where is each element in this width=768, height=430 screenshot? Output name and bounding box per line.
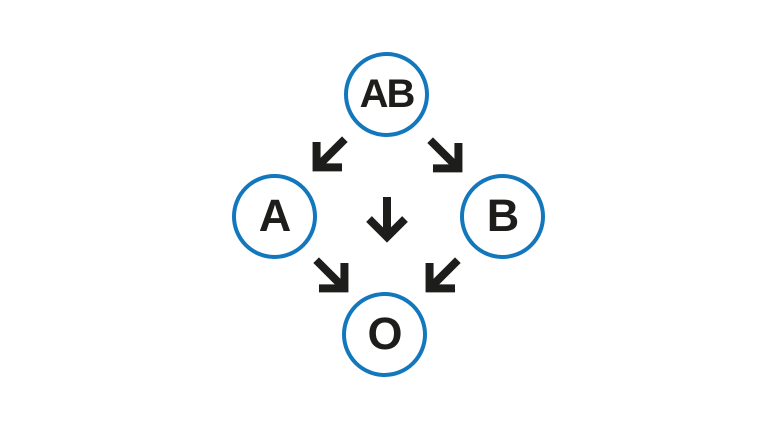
node-a-label: A xyxy=(258,190,291,241)
node-b: B xyxy=(460,174,545,259)
node-o: O xyxy=(342,292,427,377)
node-ab: AB xyxy=(344,52,429,137)
arrow-a-to-o-icon xyxy=(313,257,349,293)
node-b-label: B xyxy=(486,190,519,241)
node-ab-label: AB xyxy=(359,71,416,116)
arrow-ab-to-a-icon xyxy=(312,136,348,172)
node-o-label: O xyxy=(367,308,402,359)
node-a: A xyxy=(232,174,317,259)
arrow-ab-to-b-icon xyxy=(427,137,463,173)
arrow-b-to-o-icon xyxy=(425,257,461,293)
arrow-ab-to-o-icon xyxy=(366,197,408,243)
